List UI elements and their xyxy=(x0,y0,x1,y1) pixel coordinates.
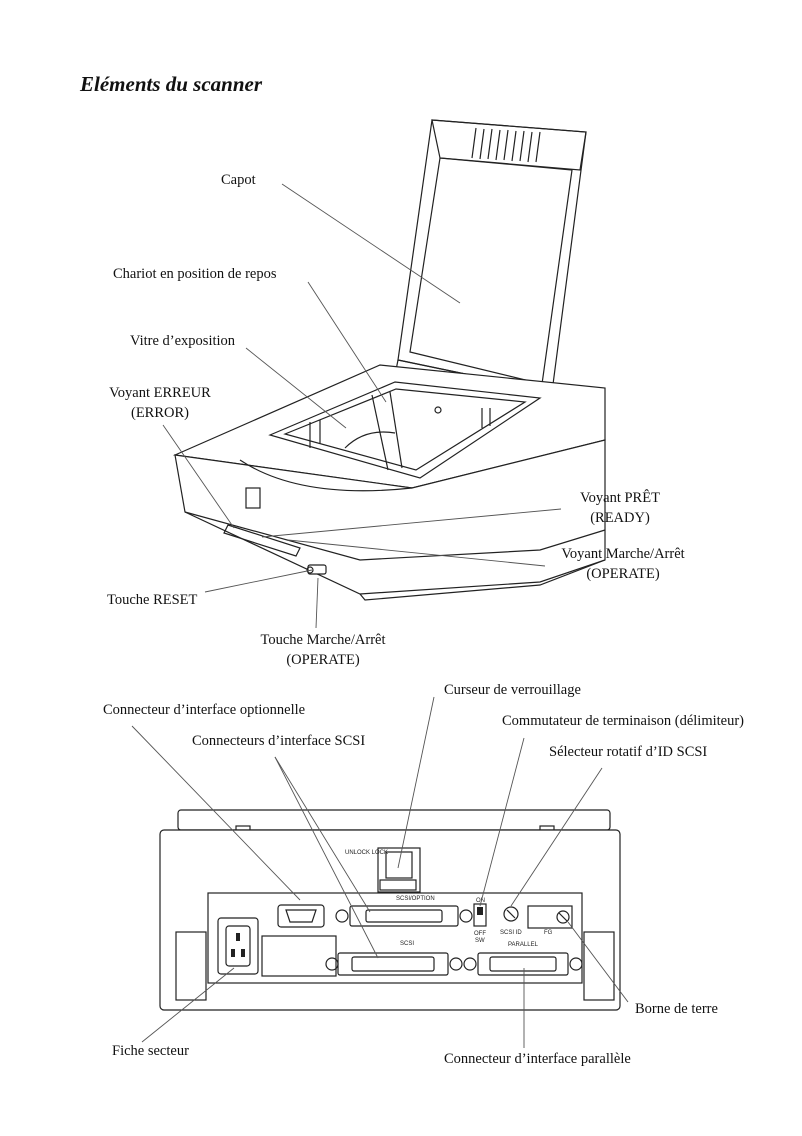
panel-scsi: SCSI xyxy=(400,941,414,947)
label-operate-light: Voyant Marche/Arrêt (OPERATE) xyxy=(543,544,703,584)
lock-slider xyxy=(377,847,421,893)
label-chariot: Chariot en position de repos xyxy=(113,266,277,282)
label-error-line1: Voyant ERREUR xyxy=(109,385,211,401)
panel-sw: SW xyxy=(475,938,485,944)
parallel-connector xyxy=(477,952,569,976)
label-capot: Capot xyxy=(221,172,256,188)
panel-parallel: PARALLEL xyxy=(508,942,539,948)
ground-terminal-box xyxy=(527,905,573,929)
scanner-front-illustration xyxy=(172,119,606,601)
panel-unlock-lock: UNLOCK LOCK xyxy=(345,850,388,856)
label-termination-switch: Commutateur de terminaison (délimiteur) xyxy=(502,713,745,729)
label-operate-light-line2: (OPERATE) xyxy=(586,566,660,582)
scsi-option-connector xyxy=(349,905,459,927)
label-power-inlet: Fiche secteur xyxy=(112,1043,189,1059)
label-scsi-interface: Connecteurs d’interface SCSI xyxy=(192,733,366,749)
label-operate-button-line1: Touche Marche/Arrêt xyxy=(260,632,386,648)
panel-scsi-id: SCSI ID xyxy=(500,930,522,936)
exposure-glass xyxy=(268,381,542,479)
power-socket xyxy=(217,917,259,975)
label-parallel-interface: Connecteur d’interface parallèle xyxy=(444,1051,631,1067)
scsi-connector xyxy=(337,952,449,976)
top-leader-lines xyxy=(162,183,562,629)
label-reset-button: Touche RESET xyxy=(107,592,198,608)
label-ground-terminal: Borne de terre xyxy=(635,1001,718,1017)
label-error-line2: (ERROR) xyxy=(131,405,189,421)
panel-fg: FG xyxy=(544,930,553,936)
panel-on: ON xyxy=(476,898,485,904)
scanner-base-front xyxy=(174,439,606,595)
label-optional-interface: Connecteur d’interface optionnelle xyxy=(103,702,306,718)
page-title: Eléments du scanner xyxy=(80,72,263,96)
panel-scsi-option: SCSI/OPTION xyxy=(396,896,435,902)
label-ready-light: Voyant PRÊT (READY) xyxy=(570,488,670,528)
label-scsi-id-selector: Sélecteur rotatif d’ID SCSI xyxy=(549,744,708,760)
bottom-leader-lines xyxy=(131,696,629,1048)
label-operate-button-line2: (OPERATE) xyxy=(286,652,360,668)
label-operate-button: Touche Marche/Arrêt (OPERATE) xyxy=(250,630,396,670)
lid xyxy=(397,119,587,393)
panel-off: OFF xyxy=(474,931,486,937)
scanner-rear-illustration: UNLOCK LOCK SCSI/OPTION ON OFF SW SCSI I… xyxy=(159,809,621,1011)
label-ready-line2: (READY) xyxy=(590,510,650,526)
label-error-light: Voyant ERREUR (ERROR) xyxy=(103,383,217,423)
optional-interface-connector xyxy=(277,904,325,928)
label-lock-slider: Curseur de verrouillage xyxy=(444,682,581,698)
label-vitre: Vitre d’exposition xyxy=(130,333,236,349)
label-operate-light-line1: Voyant Marche/Arrêt xyxy=(561,546,685,562)
label-ready-line1: Voyant PRÊT xyxy=(580,490,660,506)
